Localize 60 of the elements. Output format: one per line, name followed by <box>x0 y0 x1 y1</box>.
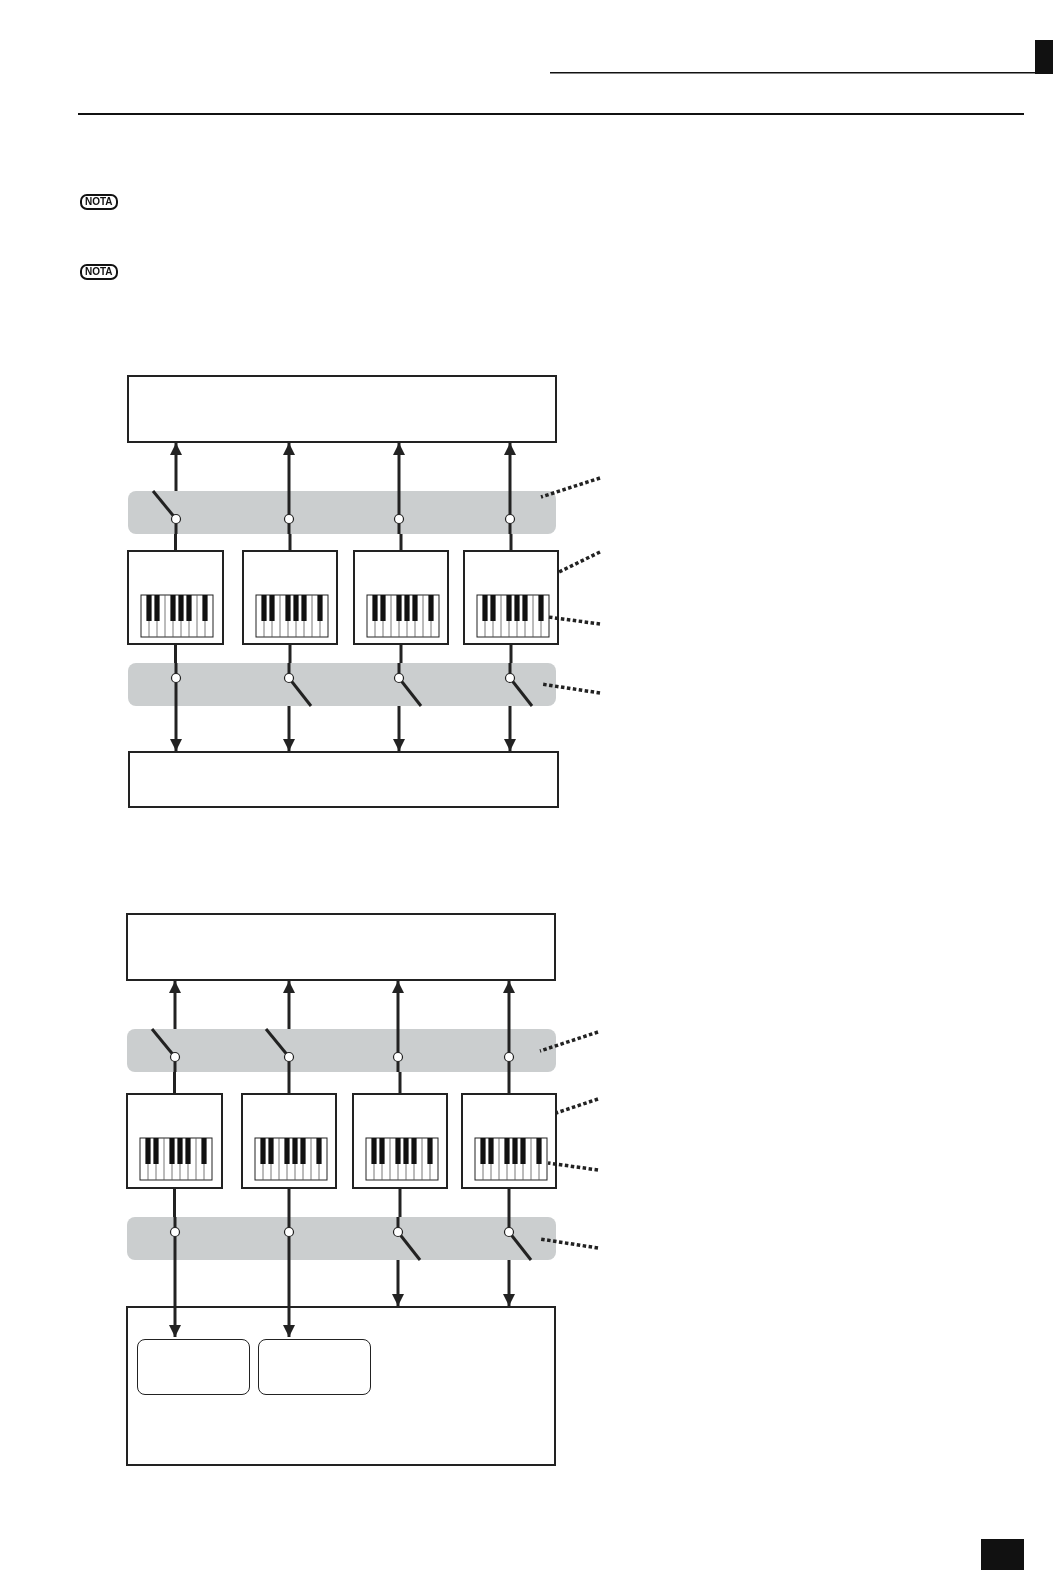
leader-line <box>555 1097 599 1115</box>
arrow <box>503 1260 515 1306</box>
arrow <box>169 981 181 1029</box>
arrow <box>504 443 516 491</box>
arrow <box>283 1260 295 1337</box>
arrow <box>170 706 182 751</box>
arrow <box>504 706 516 751</box>
part-box <box>461 1093 557 1189</box>
part-box <box>126 1093 223 1189</box>
rounded-box <box>258 1339 371 1395</box>
block-box <box>127 375 557 443</box>
switch-band <box>127 1217 556 1260</box>
leader-line <box>547 1161 599 1172</box>
part-box <box>463 550 559 645</box>
connector-line <box>287 1072 291 1093</box>
connector-line <box>507 1189 511 1217</box>
rounded-box <box>137 1339 250 1395</box>
part-box <box>241 1093 337 1189</box>
arrow <box>393 706 405 751</box>
connector-line <box>173 1072 176 1093</box>
part-box <box>353 550 449 645</box>
connector-line <box>174 534 177 550</box>
connector-line <box>398 1072 402 1093</box>
connector-line <box>174 645 177 663</box>
arrow <box>503 981 515 1029</box>
arrow <box>283 706 295 751</box>
connector-line <box>507 1072 511 1093</box>
block-box <box>126 913 556 981</box>
arrow <box>283 981 295 1029</box>
connector-line <box>287 1189 291 1217</box>
block-box <box>126 1306 556 1466</box>
connector-line <box>399 534 403 550</box>
switch-band <box>127 1029 556 1072</box>
leader-line <box>540 682 601 695</box>
leader-line <box>540 476 601 499</box>
connector-line <box>288 534 292 550</box>
block-box <box>128 751 559 808</box>
connector-line <box>509 534 513 550</box>
switch-band <box>128 663 556 706</box>
arrow <box>392 1260 404 1306</box>
note-badge: NOTA <box>80 264 118 280</box>
leader-line <box>547 615 601 626</box>
arrow <box>392 981 404 1029</box>
arrow <box>170 443 182 491</box>
part-box <box>352 1093 448 1189</box>
switch-band <box>128 491 556 534</box>
arrow <box>393 443 405 491</box>
connector-line <box>288 645 292 663</box>
leader-line <box>539 1030 599 1053</box>
part-box <box>127 550 224 645</box>
leader-line <box>556 550 601 575</box>
connector-line <box>398 1189 402 1217</box>
connector-line <box>509 645 513 663</box>
connector-line <box>173 1189 176 1217</box>
connector-line <box>399 645 403 663</box>
part-box <box>242 550 338 645</box>
leader-line <box>539 1237 599 1250</box>
note-badge: NOTA <box>80 194 118 210</box>
arrow <box>283 443 295 491</box>
arrow <box>169 1260 181 1337</box>
